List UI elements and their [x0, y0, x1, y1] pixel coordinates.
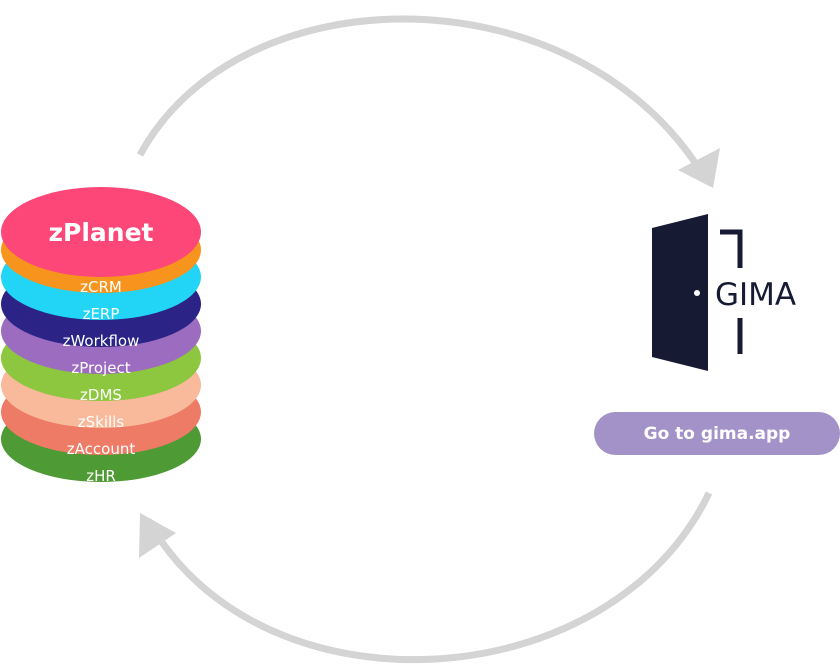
arrow-top	[136, 15, 720, 188]
stack-layer-label: zWorkflow	[63, 332, 140, 350]
door-frame-icon	[720, 229, 743, 268]
stack-layer-label: zDMS	[80, 386, 122, 404]
brand-name: GIMA	[715, 277, 796, 313]
arrow-bottom	[139, 491, 713, 664]
stack-layer-label: zHR	[86, 467, 116, 485]
stack-layer-label: zSkills	[78, 413, 125, 431]
zplanet-stack: zPlanet zCRM zERP zWorkflow zProject zDMS zSki…	[1, 187, 201, 485]
stack-layer-label: zProject	[71, 359, 130, 377]
door-icon	[652, 214, 708, 371]
stack-layer-label: zAccount	[67, 440, 136, 458]
stack-layer-label: zCRM	[80, 278, 122, 296]
arrowhead-bottom-icon	[139, 513, 176, 558]
go-to-gima-button[interactable]: Go to gima.app	[594, 412, 840, 455]
stack-top-disc	[1, 187, 201, 277]
arrowhead-top-icon	[678, 148, 720, 188]
gima-logo: GIMA	[652, 214, 796, 371]
stack-title: zPlanet	[48, 218, 153, 247]
stack-layer-label: zERP	[83, 305, 120, 323]
